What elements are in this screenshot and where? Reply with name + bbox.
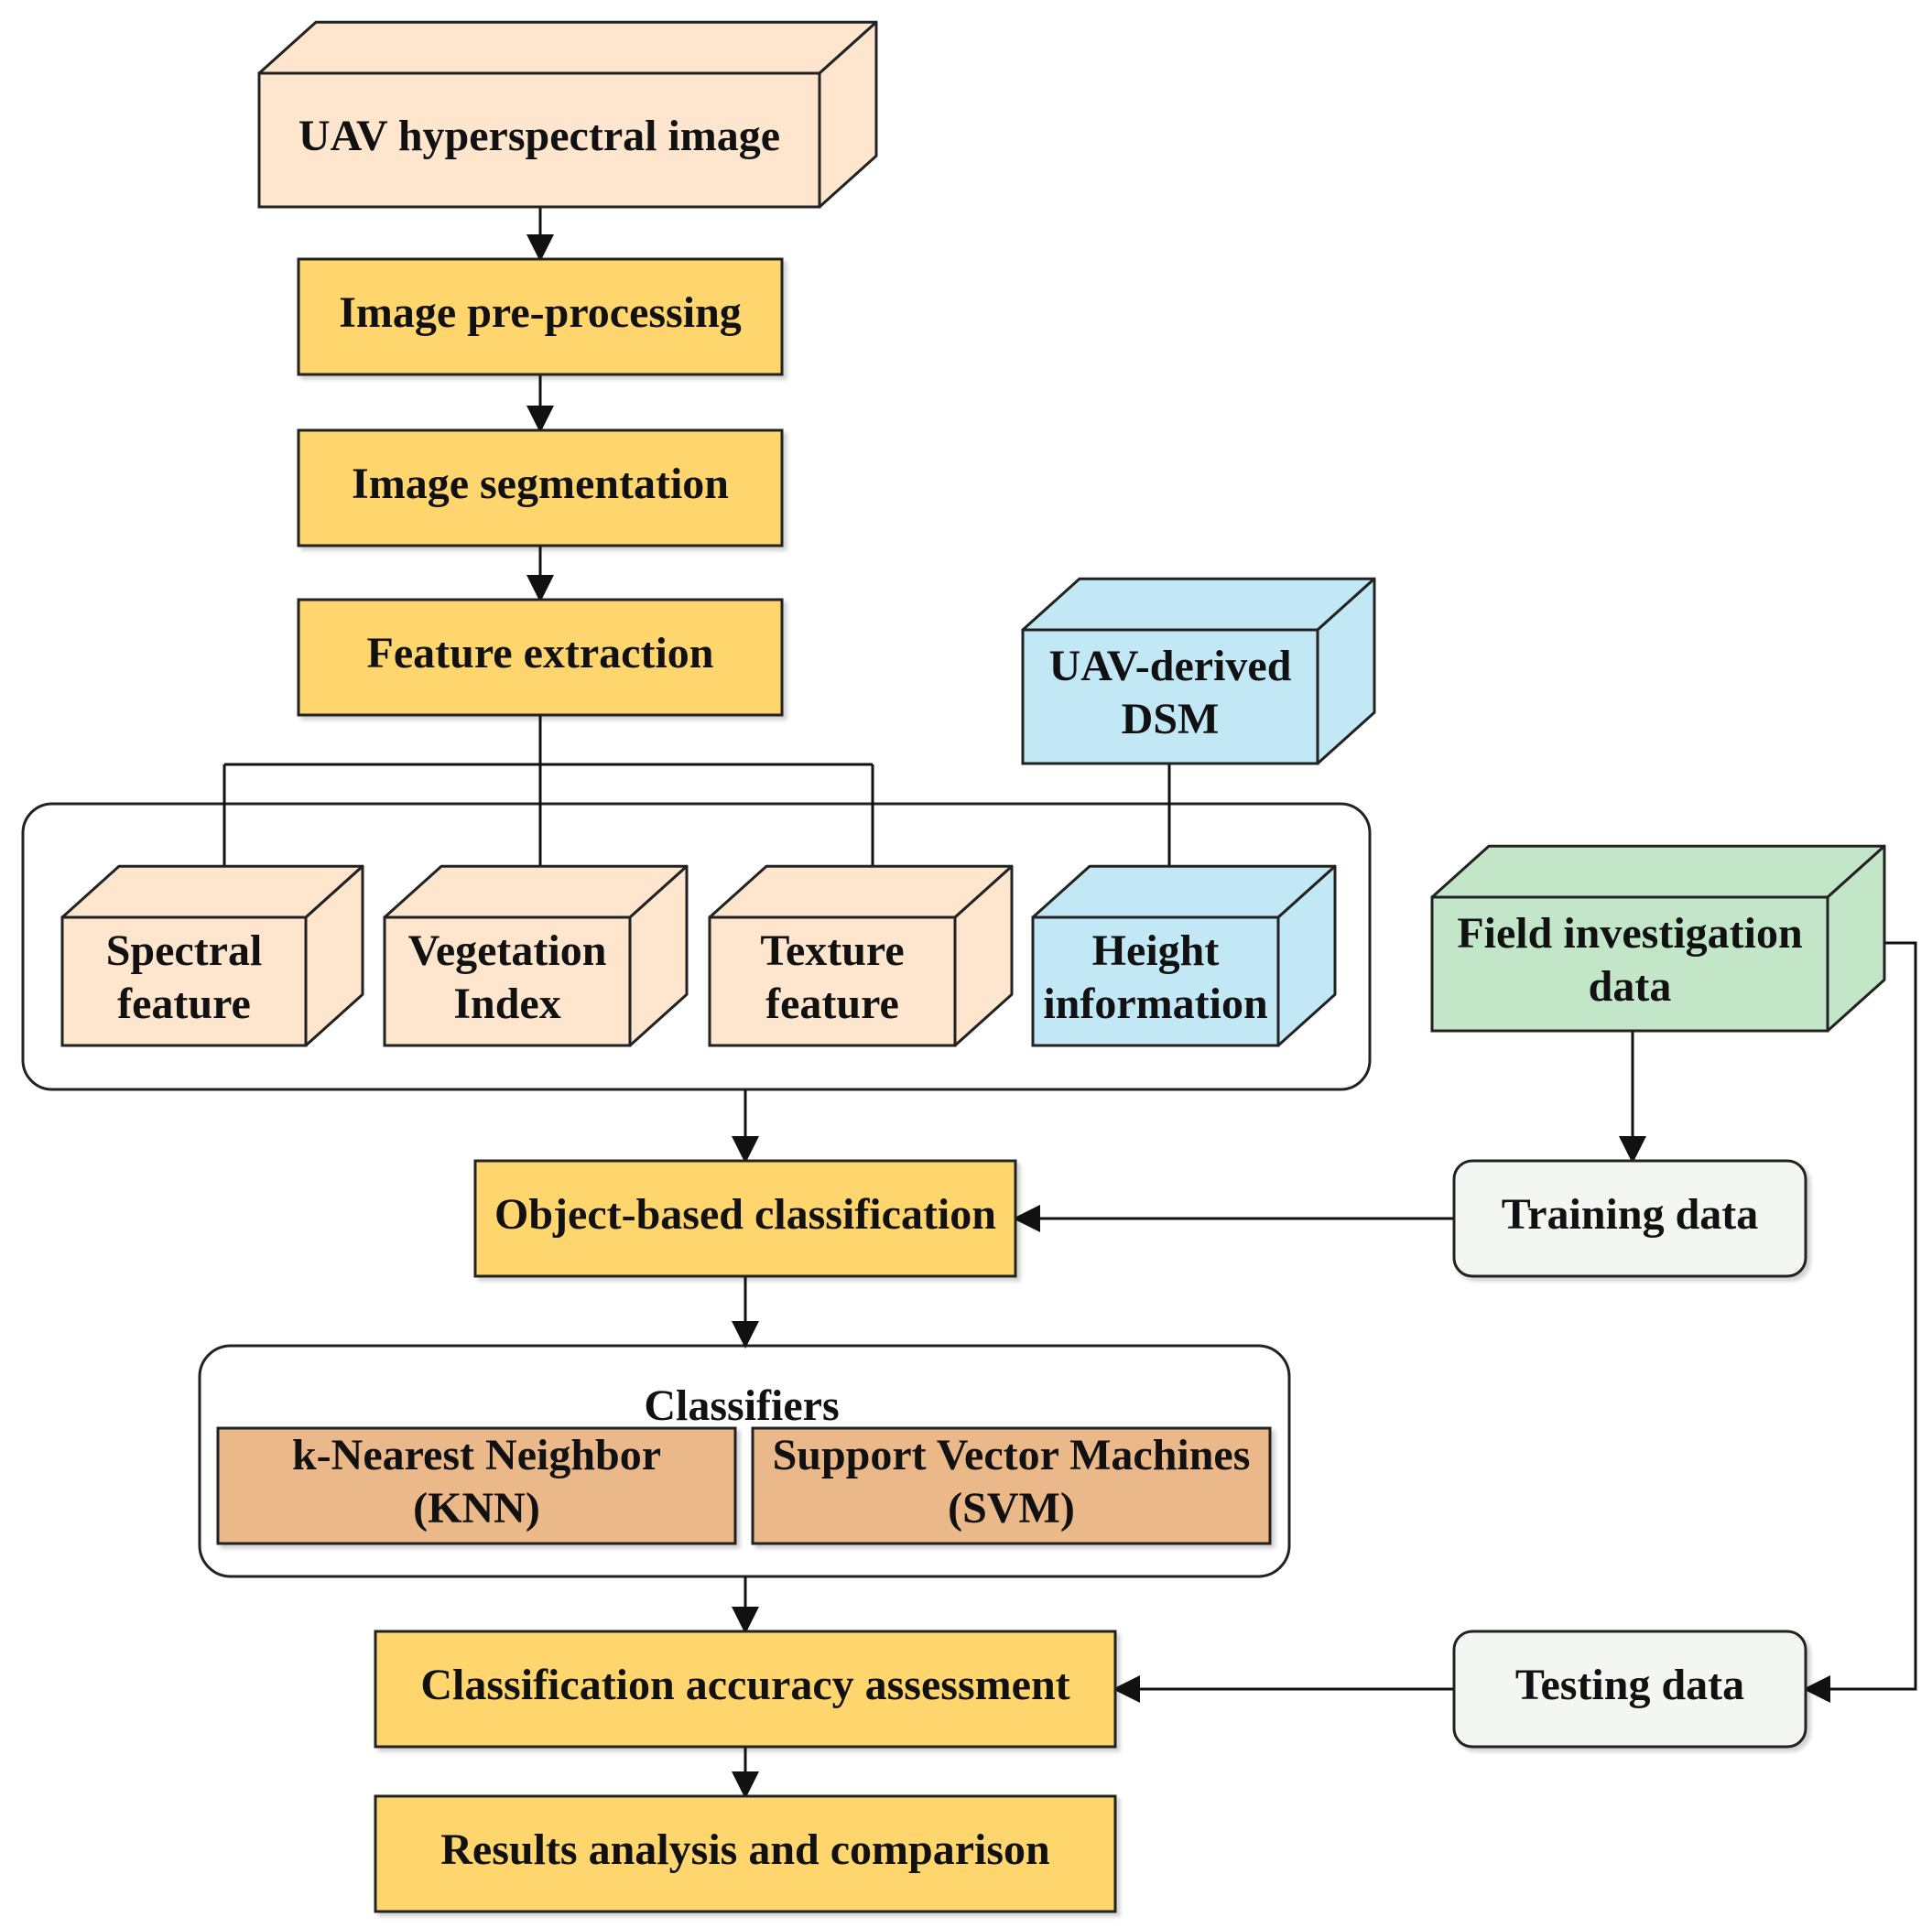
cube-front-face: [60, 915, 308, 1047]
node-segmentation: Image segmentation: [297, 428, 784, 547]
classifiers-title: Classifiers: [644, 1381, 839, 1430]
node-testing: Testing data: [1452, 1630, 1807, 1749]
node-label: k-Nearest Neighbor: [292, 1431, 661, 1479]
box-shape: [297, 257, 784, 376]
box-shape: [1452, 1159, 1807, 1278]
node-label: UAV hyperspectral image: [298, 112, 780, 160]
cube-front-face: [1430, 895, 1829, 1033]
cube-top-face: [1430, 844, 1886, 899]
node-accuracy: Classification accuracy assessment: [374, 1630, 1117, 1749]
cube-top-face: [257, 20, 878, 75]
node-label: Texture: [760, 926, 904, 975]
cube-front-face: [708, 915, 957, 1047]
node-label: Image segmentation: [352, 460, 729, 508]
node-label: Spectral: [106, 926, 263, 975]
node-results: Results analysis and comparison: [374, 1794, 1117, 1913]
node-label: Results analysis and comparison: [440, 1825, 1049, 1874]
node-svm: Support Vector Machines (SVM): [751, 1426, 1272, 1545]
cube-front-face: [1031, 915, 1280, 1047]
node-uav-hyperspectral: UAV hyperspectral image: [257, 20, 878, 209]
cube-front-face: [257, 71, 821, 209]
node-label: feature: [765, 980, 899, 1028]
node-spectral: Spectral feature: [60, 864, 364, 1047]
node-object-classification: Object-based classification: [473, 1159, 1017, 1278]
node-label: DSM: [1122, 695, 1220, 743]
box-shape: [1452, 1630, 1807, 1749]
box-shape: [374, 1630, 1117, 1749]
node-label: (KNN): [413, 1484, 540, 1533]
box-shape: [297, 428, 784, 547]
box-shape: [374, 1794, 1117, 1913]
node-knn: k-Nearest Neighbor (KNN): [216, 1426, 737, 1545]
node-label: Classification accuracy assessment: [420, 1661, 1069, 1709]
node-label: Index: [453, 980, 560, 1028]
box-shape: [473, 1159, 1017, 1278]
box-shape: [751, 1426, 1272, 1545]
node-label: (SVM): [948, 1484, 1075, 1533]
node-label: Testing data: [1515, 1661, 1744, 1709]
node-label: UAV-derived: [1049, 642, 1292, 690]
node-training: Training data: [1452, 1159, 1807, 1278]
node-label: Training data: [1502, 1190, 1759, 1239]
node-label: feature: [117, 980, 251, 1028]
cube-top-face: [1021, 577, 1376, 632]
node-label: Image pre-processing: [339, 288, 742, 337]
cube-front-face: [383, 915, 632, 1047]
node-label: information: [1043, 980, 1267, 1028]
node-texture: Texture feature: [708, 864, 1014, 1047]
node-label: Support Vector Machines: [773, 1431, 1251, 1479]
node-preprocessing: Image pre-processing: [297, 257, 784, 376]
node-label: Height: [1092, 926, 1220, 975]
node-label: data: [1589, 962, 1672, 1011]
node-label: Feature extraction: [367, 629, 714, 677]
node-label: Field investigation: [1457, 909, 1802, 958]
node-feature-extraction: Feature extraction: [297, 598, 784, 717]
box-shape: [216, 1426, 737, 1545]
cube-front-face: [1021, 628, 1319, 765]
edge-field-to-testing: [1803, 941, 1917, 1703]
node-height: Height information: [1031, 864, 1337, 1047]
node-label: Object-based classification: [494, 1190, 996, 1239]
box-shape: [297, 598, 784, 717]
node-label: Vegetation: [408, 926, 607, 975]
